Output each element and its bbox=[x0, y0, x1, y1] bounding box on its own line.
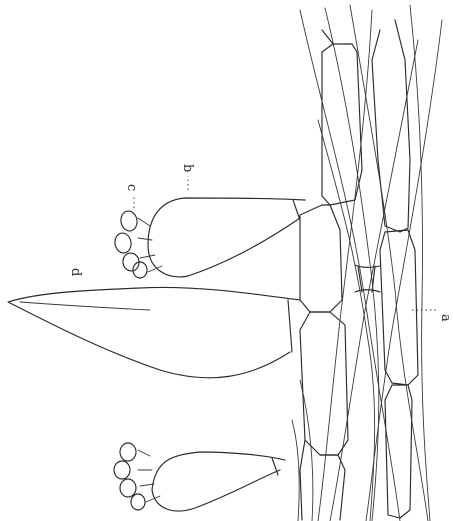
label-a: a bbox=[438, 314, 453, 322]
cystidium bbox=[8, 287, 300, 377]
clamp-connection bbox=[355, 265, 380, 292]
hypha-cell-upper bbox=[322, 30, 362, 205]
thin-hypha-10 bbox=[292, 420, 299, 521]
spore-upper-1 bbox=[119, 210, 138, 232]
spore-lower-2 bbox=[114, 461, 130, 479]
hyphae-bundle bbox=[292, 5, 442, 521]
basidium-lower bbox=[114, 443, 285, 511]
basidium-upper-body bbox=[148, 198, 305, 277]
cystidium-septum bbox=[288, 300, 292, 352]
thin-hypha-1 bbox=[300, 10, 400, 521]
thin-hypha-6 bbox=[410, 5, 430, 521]
label-d: d bbox=[68, 268, 83, 276]
hypha-cell-middle bbox=[300, 205, 342, 312]
spore-lower-4 bbox=[131, 494, 145, 510]
spore-lower-1 bbox=[120, 443, 136, 461]
hypha-cell-bottom bbox=[300, 440, 345, 520]
thin-hypha-8 bbox=[318, 120, 375, 521]
sterigmata-upper bbox=[138, 218, 162, 272]
basidium-lower-body bbox=[152, 452, 285, 511]
spore-lower-3 bbox=[120, 479, 136, 497]
cystidium-inner-line bbox=[20, 302, 150, 310]
label-c: c bbox=[124, 184, 139, 191]
hypha-right-middle bbox=[380, 230, 418, 385]
hypha-right-upper bbox=[372, 20, 410, 232]
basidium-upper bbox=[113, 198, 305, 278]
hypha-cell-lower bbox=[300, 312, 348, 455]
sterigmata-lower bbox=[138, 450, 160, 502]
thin-hypha-3 bbox=[350, 5, 428, 521]
spore-upper-2 bbox=[113, 232, 132, 254]
thin-hypha-2 bbox=[325, 8, 379, 521]
basidium-upper-septum bbox=[293, 200, 300, 220]
cystidium-outline bbox=[8, 287, 300, 377]
label-b: b bbox=[180, 164, 195, 172]
thin-hypha-9 bbox=[300, 380, 313, 521]
